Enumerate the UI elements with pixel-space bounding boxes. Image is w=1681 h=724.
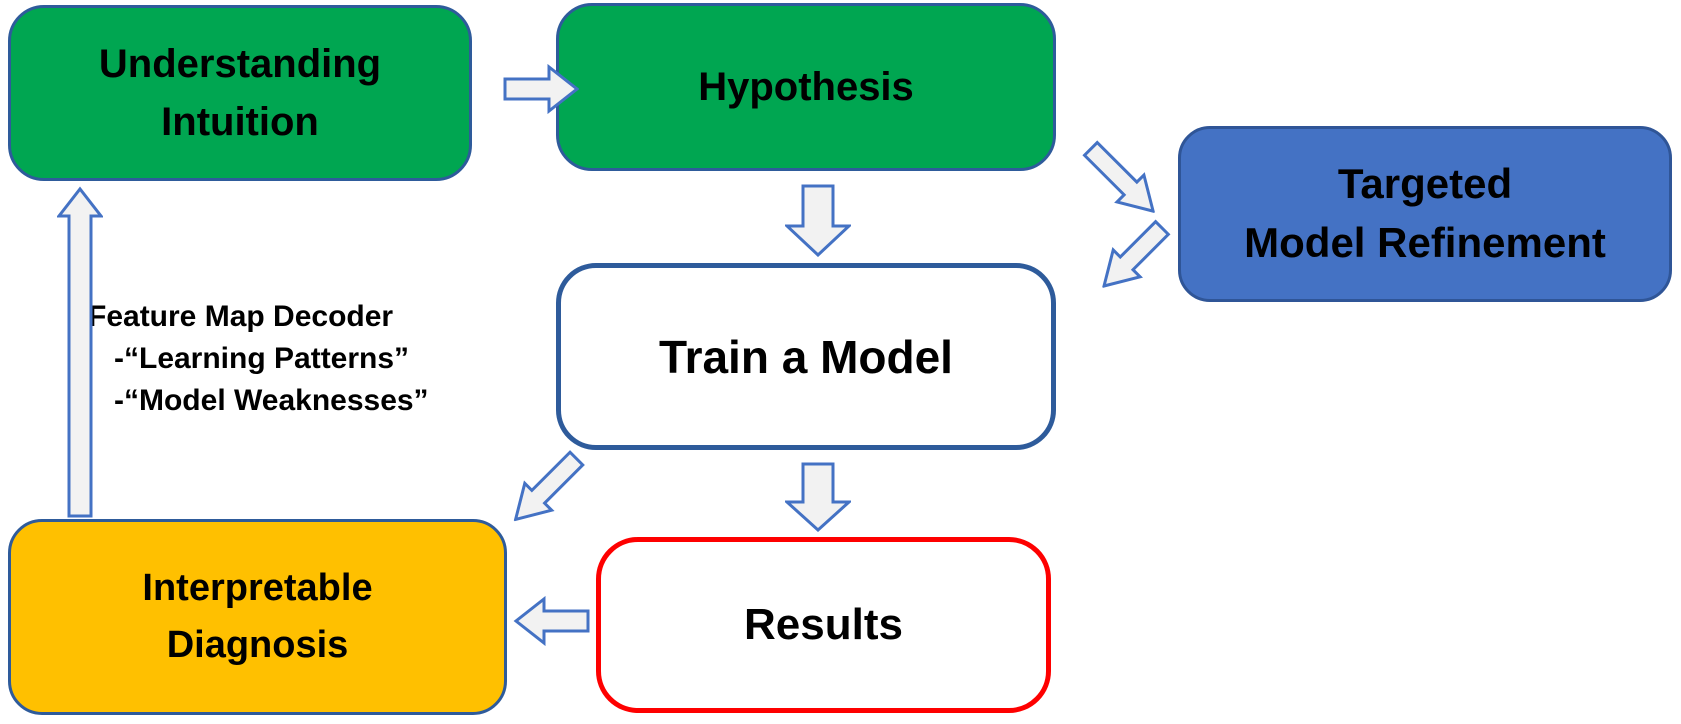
feature-map-decoder-annotation: Feature Map Decoder -“Learning Patterns”…	[88, 296, 429, 422]
node-targeted-model-refinement: Targeted Model Refinement	[1178, 126, 1672, 302]
node-label-line: Results	[744, 600, 903, 649]
node-results: Results	[596, 537, 1051, 713]
node-understanding-intuition: Understanding Intuition	[8, 5, 472, 181]
node-label-line: Model Refinement	[1244, 219, 1606, 266]
annotation-line: Feature Map Decoder	[88, 300, 394, 333]
node-label-line: Targeted	[1337, 160, 1513, 208]
arrow-down-icon	[785, 462, 851, 532]
node-hypothesis: Hypothesis	[556, 3, 1056, 171]
arrow-right-icon	[503, 64, 579, 114]
node-label-line: Intuition	[161, 100, 319, 144]
node-label-line: Understanding	[98, 42, 382, 86]
node-interpretable-diagnosis: Interpretable Diagnosis	[8, 519, 507, 715]
arrow-down-left-icon	[499, 442, 594, 537]
node-label-line: Diagnosis	[166, 624, 349, 666]
node-label-line: Interpretable	[142, 567, 373, 609]
node-label-line: Hypothesis	[698, 64, 914, 109]
annotation-line: -“Model Weaknesses”	[114, 384, 429, 417]
arrow-down-left-icon	[1087, 211, 1179, 303]
arrow-up-icon	[57, 186, 103, 518]
node-train-a-model: Train a Model	[556, 263, 1056, 450]
annotation-line: -“Learning Patterns”	[114, 342, 410, 375]
arrow-left-icon	[512, 596, 590, 646]
node-label-line: Train a Model	[659, 330, 953, 383]
arrow-down-right-icon	[1074, 132, 1170, 228]
arrow-down-icon	[785, 184, 851, 257]
